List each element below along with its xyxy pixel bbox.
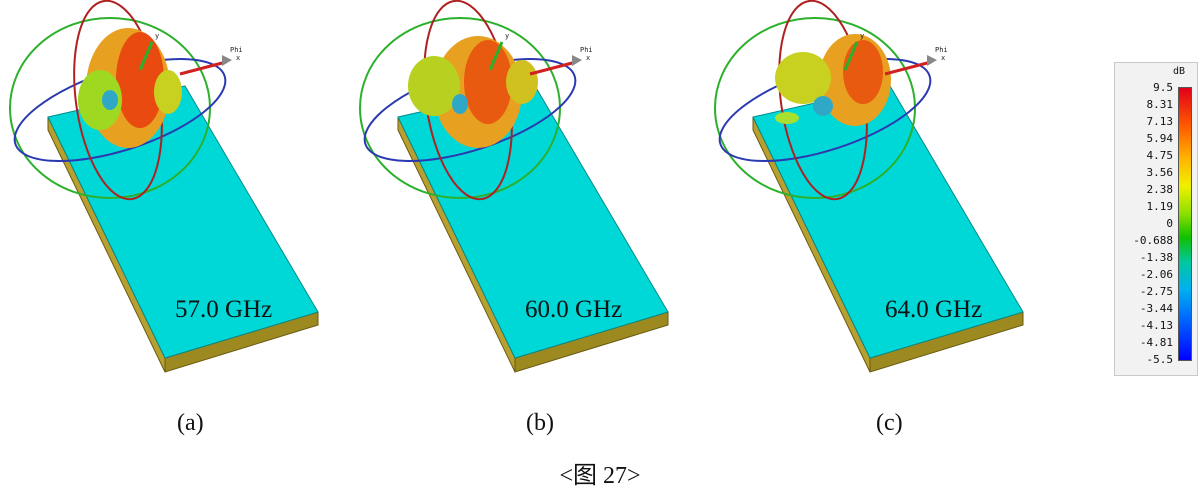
side-lobe-right	[154, 70, 182, 114]
main-lobe-peak	[843, 40, 883, 104]
y-axis-label: y	[505, 32, 509, 40]
panel-b: y Phi x 60.0 GHz	[350, 0, 720, 400]
colorbar-tick: -1.38	[1139, 251, 1173, 264]
null-region	[813, 96, 833, 116]
colorbar-tick: -2.75	[1139, 285, 1173, 298]
y-axis-arrow	[488, 41, 504, 71]
colorbar-tick: -2.06	[1139, 268, 1173, 281]
panel-a: y Phi x 57.0 GHz	[0, 0, 370, 400]
side-lobe	[775, 52, 831, 104]
colorbar-legend: dB 9.5 8.31 7.13 5.94 4.75 3.56 2.38 1.19 0 -0.68…	[1114, 62, 1198, 376]
x-axis-label: x	[941, 54, 945, 62]
side-lobe-right	[506, 60, 538, 104]
phi-label: Phi	[230, 46, 243, 54]
colorbar-tick: -4.13	[1139, 319, 1173, 332]
colorbar-tick: -5.5	[1146, 353, 1174, 366]
x-axis-arrow	[529, 60, 577, 76]
colorbar-tick: 8.31	[1146, 98, 1174, 111]
colorbar-tick: -3.44	[1139, 302, 1173, 315]
y-axis-label: y	[860, 32, 864, 40]
phi-label: Phi	[580, 46, 593, 54]
colorbar-tick: 0	[1166, 217, 1173, 230]
null-region	[452, 94, 468, 114]
panel-a-figure: y Phi x	[9, 0, 319, 373]
colorbar-unit: dB	[1173, 66, 1186, 77]
colorbar-tick: 5.94	[1146, 132, 1174, 145]
y-axis-label: y	[155, 32, 159, 40]
phi-marker	[222, 55, 232, 66]
colorbar-ramp	[1178, 87, 1192, 361]
phi-marker	[927, 55, 937, 66]
side-lobe	[408, 56, 460, 116]
main-lobe-peak	[116, 32, 164, 128]
panel-c: y Phi x 64.0 GHz	[705, 0, 1075, 400]
colorbar-tick: 4.75	[1146, 149, 1174, 162]
frequency-label: 57.0 GHz	[175, 296, 273, 323]
colorbar-tick: -4.81	[1139, 336, 1173, 349]
colorbar-tick: -0.688	[1133, 234, 1173, 247]
colorbar-tick: 9.5	[1153, 81, 1173, 94]
x-axis-arrow	[179, 60, 227, 76]
x-axis-arrow	[884, 60, 932, 76]
phi-label: Phi	[935, 46, 948, 54]
figure-caption: <图 27>	[559, 463, 641, 489]
null-region	[102, 90, 118, 110]
x-axis-label: x	[236, 54, 240, 62]
y-axis-arrow	[138, 41, 154, 71]
colorbar-tick: 1.19	[1146, 200, 1174, 213]
colorbar-tick: 7.13	[1146, 115, 1174, 128]
side-lobe	[78, 70, 122, 130]
x-axis-label: x	[586, 54, 590, 62]
panel-c-figure: y Phi x	[714, 0, 1024, 373]
colorbar-tick: 3.56	[1146, 166, 1174, 179]
phi-marker	[572, 55, 582, 66]
main-lobe-peak	[464, 40, 512, 124]
y-axis-arrow	[843, 41, 859, 71]
sublabel-b: (b)	[526, 410, 554, 436]
side-lobe-lower	[775, 112, 799, 124]
colorbar-tick: 2.38	[1146, 183, 1174, 196]
sublabel-a: (a)	[177, 410, 204, 436]
panel-b-figure: y Phi x	[359, 0, 669, 373]
sublabel-c: (c)	[876, 410, 903, 436]
frequency-label: 64.0 GHz	[885, 296, 983, 323]
frequency-label: 60.0 GHz	[525, 296, 623, 323]
